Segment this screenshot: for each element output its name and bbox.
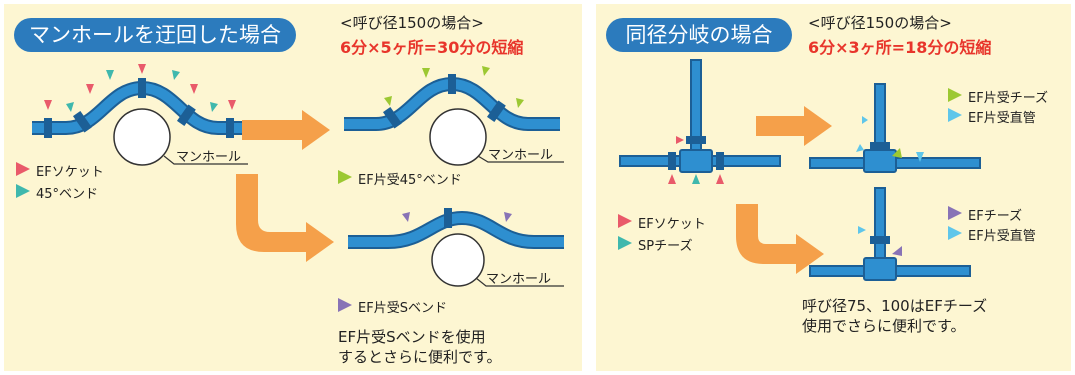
- socket-markers-main: [44, 64, 236, 110]
- bend-markers-main: [66, 70, 218, 112]
- legend-ef-straight-triangle-top: [948, 108, 962, 122]
- legend-socket-triangle-r: [618, 214, 632, 228]
- legend-ef-straight-label-top: EF片受直管: [968, 111, 1036, 126]
- legend-45bend-label: 45°ベンド: [36, 187, 99, 202]
- left-note: EF片受Sベンドを使用 するとさらに便利です。: [338, 327, 502, 367]
- left-title: マンホールを迂回した場合: [14, 18, 296, 52]
- left-note-line-2: するとさらに便利です。: [338, 348, 502, 366]
- ef-45-bend-label: EF片受45°ベンド: [358, 173, 462, 188]
- left-highlight: 6分×5ヶ所=30分の短縮: [340, 38, 524, 57]
- right-note-line-1: 呼び径75、100はEFチーズ: [802, 297, 988, 315]
- manhole-circle-bottom: [431, 233, 485, 287]
- legend-ef45-triangle: [338, 170, 352, 184]
- manhole-label-main: マンホール: [176, 150, 242, 165]
- manhole-circle-main: [113, 108, 171, 166]
- ef-tee-marker-green: [892, 148, 902, 158]
- right-condition: <呼び径150の場合>: [808, 14, 952, 32]
- left-note-line-1: EF片受Sベンドを使用: [338, 328, 486, 346]
- right-note: 呼び径75、100はEFチーズ 使用でさらに便利です。: [802, 296, 987, 336]
- right-diagram: [618, 59, 981, 281]
- pipe-bottom-right: [348, 208, 564, 249]
- legend-socket-label: EFソケット: [36, 165, 104, 180]
- ef-tee-marker-purple: [892, 246, 902, 256]
- legend-sp-triangle: [618, 236, 632, 250]
- right-highlight: 6分×3ヶ所=18分の短縮: [808, 38, 992, 57]
- pipe-top-right: [344, 74, 560, 131]
- legend-ef-tee-triangle: [948, 88, 962, 102]
- ef-45-bend-markers: [384, 66, 524, 108]
- tee-ef-top: [809, 83, 981, 173]
- right-title: 同径分岐の場合: [606, 18, 792, 52]
- bypass-pipe-main: [32, 78, 249, 138]
- manhole-label-top: マンホール: [488, 148, 554, 163]
- legend-socket-triangle: [16, 162, 30, 176]
- left-panel: マンホールを迂回した場合 <呼び径150の場合> 6分×5ヶ所=30分の短縮: [4, 4, 582, 371]
- right-note-line-2: 使用でさらに便利です。: [802, 317, 966, 335]
- ef-straight-marker-bottom: [858, 226, 866, 234]
- arrow-right-top: [756, 106, 832, 146]
- arrow-down-right: [236, 174, 334, 262]
- left-condition: <呼び径150の場合>: [340, 14, 484, 32]
- legend-ef-tee-label: EF片受チーズ: [968, 91, 1049, 106]
- manhole-circle-top: [429, 108, 487, 166]
- legend-efs-triangle: [338, 298, 352, 312]
- arrow-down-right-2: [736, 204, 824, 274]
- ef-s-bend-markers: [402, 212, 512, 222]
- tee-ef-bottom: [809, 187, 971, 281]
- legend-socket-label-r: EFソケット: [638, 217, 706, 232]
- manhole-label-bottom: マンホール: [486, 272, 552, 287]
- sp-tee-marker: [692, 174, 700, 184]
- right-panel: 同径分岐の場合 <呼び径150の場合> 6分×3ヶ所=18分の短縮: [596, 4, 1071, 371]
- legend-ef-straight-label-bottom: EF片受直管: [968, 229, 1036, 244]
- legend-ef-cheese-label: EFチーズ: [968, 209, 1023, 224]
- legend-ef-cheese-triangle: [948, 206, 962, 220]
- legend-45bend-triangle: [16, 184, 30, 198]
- legend-ef-straight-triangle-bottom: [948, 226, 962, 240]
- arrow-right: [242, 110, 330, 150]
- left-diagram: [16, 64, 564, 312]
- ef-straight-markers-top: [856, 116, 924, 162]
- tee-assembly-main: [619, 59, 781, 173]
- socket-markers-tee: [668, 136, 724, 184]
- legend-sp-label: SPチーズ: [638, 239, 693, 254]
- ef-s-bend-label: EF片受Sベンド: [358, 301, 447, 316]
